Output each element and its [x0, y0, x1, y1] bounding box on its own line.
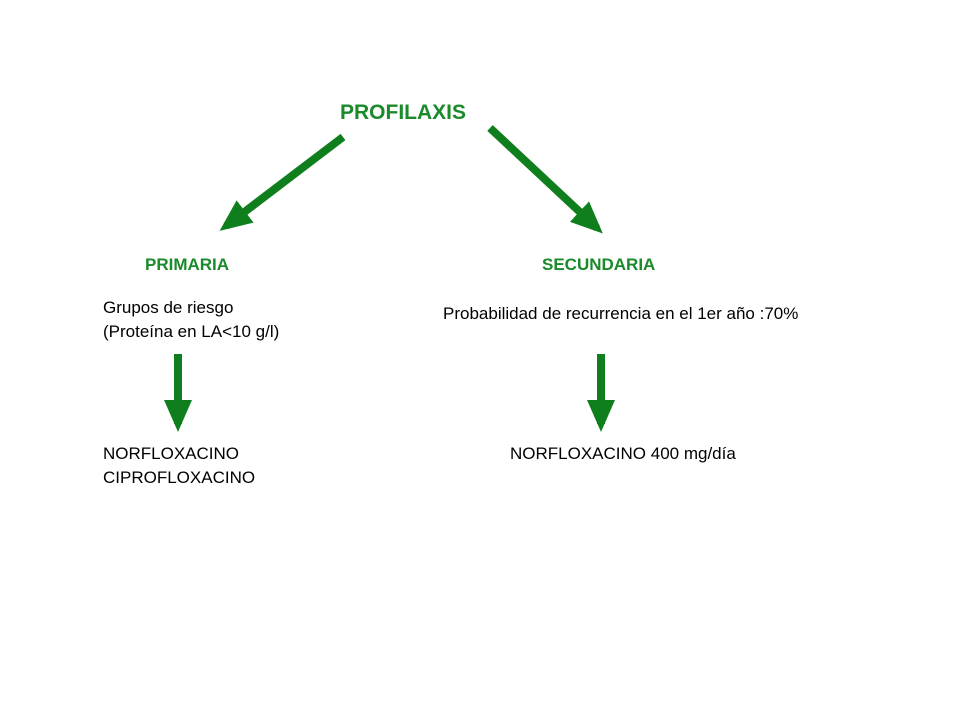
primaria-label: PRIMARIA [145, 255, 230, 274]
recurrence-text: Probabilidad de recurrencia en el 1er añ… [443, 304, 799, 323]
risk-groups-line-1: Grupos de riesgo [103, 298, 234, 317]
primary-treatment-line-1: NORFLOXACINO [103, 444, 240, 463]
arrow-to-secundaria [487, 125, 603, 234]
diagram-title: PROFILAXIS [340, 101, 467, 124]
arrow-to-primaria [219, 133, 346, 231]
primary-treatment-line-2: CIPROFLOXACINO [103, 468, 256, 487]
secundaria-label: SECUNDARIA [542, 255, 656, 274]
risk-groups-line-2: (Proteína en LA<10 g/l) [103, 322, 280, 341]
secondary-treatment: NORFLOXACINO 400 mg/día [510, 444, 736, 463]
primary-treatment: NORFLOXACINO CIPROFLOXACINO [103, 442, 255, 490]
risk-groups-text: Grupos de riesgo (Proteína en LA<10 g/l) [103, 296, 279, 344]
